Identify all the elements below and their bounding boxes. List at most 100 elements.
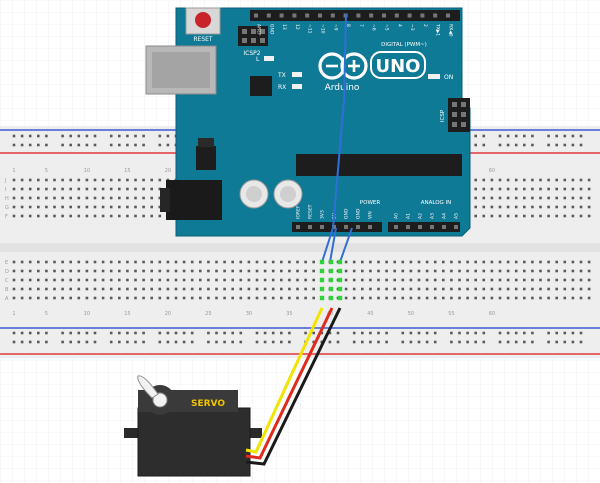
digital-pin-label: 4	[396, 24, 402, 27]
breadboard-hole	[514, 260, 518, 264]
rail-hole	[506, 340, 510, 344]
breadboard-hole	[393, 269, 396, 273]
rail-hole	[223, 340, 226, 344]
row-letter: J	[4, 178, 6, 184]
breadboard-hole	[369, 296, 372, 300]
breadboard-hole	[377, 296, 380, 300]
rail-hole	[555, 331, 558, 335]
power-pin	[344, 225, 348, 229]
breadboard-hole	[20, 187, 24, 191]
breadboard-hole	[563, 187, 567, 191]
rail-hole	[45, 143, 48, 147]
breadboard-hole	[296, 260, 299, 264]
breadboard-hole	[442, 287, 445, 291]
rail-hole	[401, 331, 405, 335]
breadboard-hole	[142, 187, 145, 191]
breadboard-hole	[37, 196, 40, 200]
rail-hole	[288, 340, 291, 344]
breadboard-hole	[69, 287, 72, 291]
breadboard-hole	[555, 205, 558, 209]
breadboard-hole	[109, 269, 113, 273]
breadboard-hole	[101, 178, 105, 182]
rail-hole	[255, 331, 259, 335]
rail-hole	[523, 340, 526, 344]
breadboard-hole	[199, 287, 202, 291]
rail-hole	[523, 143, 526, 147]
breadboard-hole	[377, 278, 380, 282]
breadboard-hole	[158, 287, 162, 291]
breadboard-hole	[523, 296, 526, 300]
breadboard-hole	[53, 178, 56, 182]
breadboard-hole	[223, 287, 226, 291]
breadboard-hole	[531, 269, 534, 273]
breadboard-hole	[101, 187, 105, 191]
breadboard-hole	[498, 287, 502, 291]
rail-hole	[531, 143, 534, 147]
rail-hole	[514, 143, 518, 147]
rail-hole	[474, 134, 477, 138]
breadboard-hole	[547, 278, 550, 282]
column-number-top: 15	[124, 168, 130, 174]
column-number-top: 10	[84, 168, 90, 174]
breadboard-hole	[490, 214, 494, 218]
connected-holes	[319, 259, 343, 301]
breadboard-hole	[207, 296, 210, 300]
breadboard-hole	[571, 269, 575, 273]
breadboard-hole	[28, 278, 32, 282]
breadboard-hole	[361, 296, 364, 300]
breadboard-hole	[37, 260, 40, 264]
row-letter: C	[5, 278, 9, 284]
rail-hole	[579, 340, 583, 344]
breadboard-hole	[563, 196, 567, 200]
rail-hole	[109, 331, 113, 335]
column-number-bottom: 60	[489, 311, 495, 317]
breadboard-hole	[514, 214, 518, 218]
rail-hole	[118, 143, 121, 147]
rail-hole	[409, 331, 413, 335]
breadboard-hole	[555, 214, 558, 218]
breadboard-hole	[433, 269, 437, 273]
breadboard-hole	[20, 196, 24, 200]
breadboard-hole	[555, 178, 558, 182]
breadboard-hole	[255, 296, 259, 300]
breadboard-hole	[150, 260, 153, 264]
breadboard-hole	[158, 196, 162, 200]
breadboard-hole	[385, 278, 388, 282]
analog-pin-label: A1	[406, 213, 412, 219]
breadboard-hole	[158, 260, 162, 264]
breadboard-hole	[474, 205, 477, 209]
rail-hole	[474, 331, 477, 335]
breadboard-hole	[288, 296, 291, 300]
breadboard-hole	[482, 278, 486, 282]
breadboard-hole	[369, 260, 372, 264]
rail-hole	[223, 331, 226, 335]
breadboard-hole	[361, 278, 364, 282]
rail-hole	[571, 331, 575, 335]
breadboard-hole	[118, 287, 121, 291]
breadboard-hole	[174, 287, 178, 291]
connected-hole	[328, 268, 334, 274]
breadboard-hole	[417, 278, 421, 282]
rail-hole	[85, 143, 89, 147]
rail-hole	[506, 134, 510, 138]
rail-hole	[498, 143, 502, 147]
breadboard-hole	[514, 296, 518, 300]
rail-hole	[118, 331, 121, 335]
rail-hole	[126, 340, 129, 344]
rail-hole	[385, 340, 388, 344]
rail-hole	[174, 331, 178, 335]
breadboard-hole	[531, 287, 534, 291]
rail-hole	[182, 340, 186, 344]
rail-hole	[466, 340, 469, 344]
column-number-bottom: 10	[84, 311, 90, 317]
breadboard-hole	[385, 287, 388, 291]
breadboard-hole	[523, 196, 526, 200]
row-letter: H	[5, 196, 9, 202]
breadboard-hole	[77, 187, 81, 191]
digital-pin	[279, 13, 284, 18]
servo-wires	[245, 307, 342, 466]
rail-hole	[142, 340, 145, 344]
rail-hole	[498, 340, 502, 344]
servo-label: SERVO	[191, 399, 225, 409]
